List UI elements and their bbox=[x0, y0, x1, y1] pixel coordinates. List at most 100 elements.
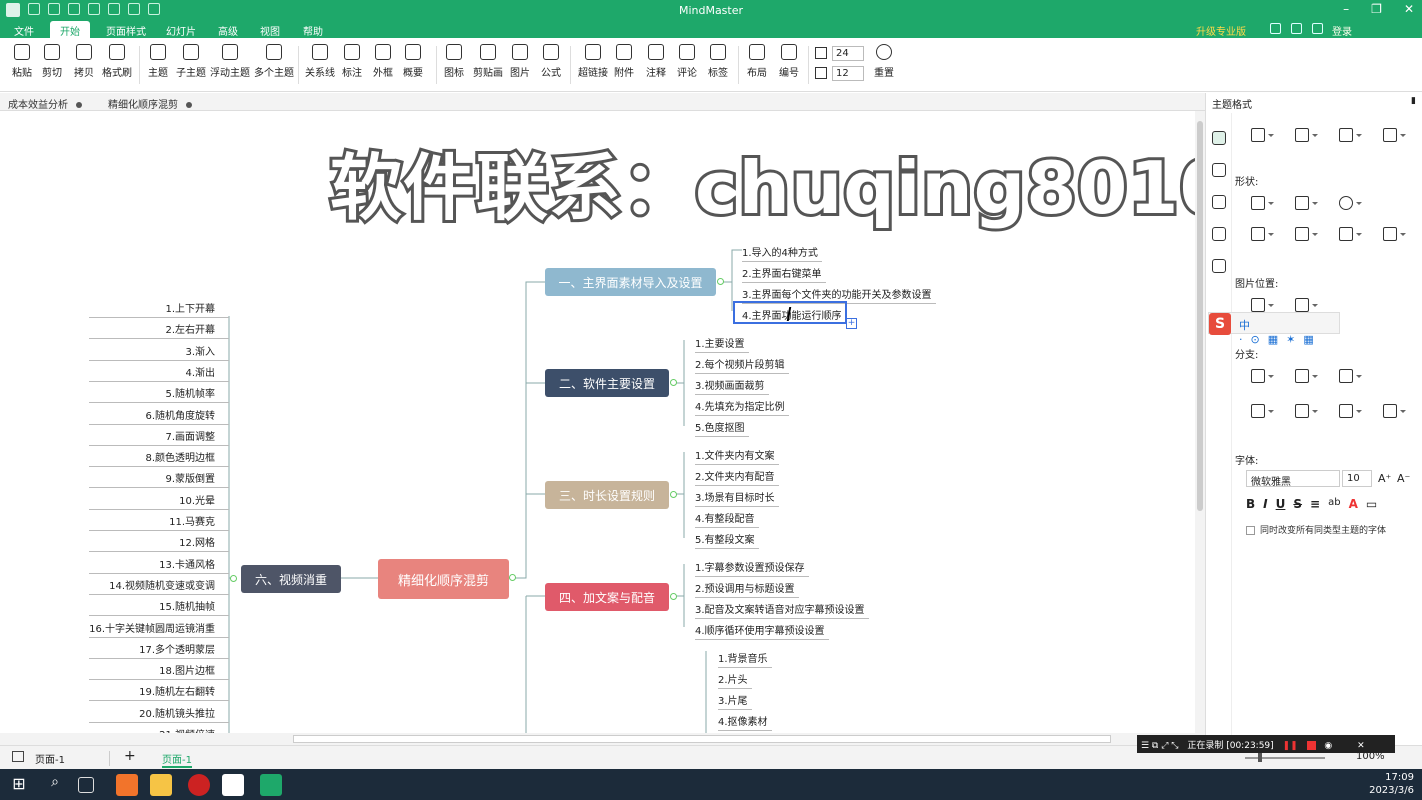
format-painter-button[interactable]: 格式刷 bbox=[102, 44, 132, 79]
subtopic[interactable]: 13.卡通风格 bbox=[89, 556, 229, 574]
task-tab-icon[interactable] bbox=[1211, 259, 1226, 273]
subtopic[interactable]: 2.文件夹内有配音 bbox=[695, 468, 779, 486]
collapse-icon[interactable] bbox=[670, 379, 677, 386]
strikethrough-button[interactable]: S bbox=[1293, 497, 1303, 511]
subtopic[interactable]: 4.顺序循环使用字幕预设设置 bbox=[695, 622, 829, 640]
structure-icon[interactable] bbox=[1295, 128, 1318, 142]
floating-topic-button[interactable]: 浮动主题 bbox=[210, 44, 250, 79]
add-page-icon[interactable]: + bbox=[124, 748, 136, 764]
subtopic[interactable]: 1.上下开幕 bbox=[89, 300, 229, 318]
font-shrink-icon[interactable]: A⁻ bbox=[1397, 472, 1411, 485]
branch-dash-icon[interactable] bbox=[1383, 404, 1406, 418]
border-weight-icon[interactable] bbox=[1295, 227, 1318, 241]
branch-color-icon[interactable] bbox=[1295, 369, 1318, 383]
subtopic[interactable]: 2.预设调用与标题设置 bbox=[695, 580, 799, 598]
text-box-icon[interactable]: ▭ bbox=[1365, 497, 1378, 511]
redo-icon[interactable] bbox=[48, 3, 60, 15]
reset-button[interactable]: 重置 bbox=[874, 44, 894, 79]
collapse-icon[interactable] bbox=[670, 593, 677, 600]
theme-format-tab-icon[interactable] bbox=[1211, 131, 1226, 145]
branch-topic-1[interactable]: 一、主界面素材导入及设置 bbox=[545, 268, 716, 296]
image-left-icon[interactable] bbox=[1251, 298, 1274, 312]
scroll-thumb[interactable] bbox=[293, 735, 1111, 743]
subtopic[interactable]: 18.图片边框 bbox=[89, 662, 229, 681]
horizontal-spacing-input[interactable]: 24 bbox=[832, 46, 864, 61]
system-clock[interactable]: 17:09 2023/3/6 bbox=[1369, 771, 1414, 797]
camera-icon[interactable]: ◉ bbox=[1324, 741, 1333, 751]
subtopic[interactable]: 7.画面调整 bbox=[89, 428, 229, 446]
search-icon[interactable]: ⌕ bbox=[51, 774, 59, 790]
subtopic[interactable]: 3.场景有目标时长 bbox=[695, 489, 779, 507]
doc-tab-cost-analysis[interactable]: 成本效益分析 bbox=[8, 96, 82, 111]
corner-style-icon[interactable] bbox=[1383, 227, 1406, 241]
shadow-icon[interactable] bbox=[1339, 196, 1362, 210]
subtopic[interactable]: 12.网格 bbox=[89, 534, 229, 553]
zoom-slider[interactable] bbox=[1245, 757, 1325, 759]
collapse-icon[interactable] bbox=[670, 491, 677, 498]
tab-page-style[interactable]: 页面样式 bbox=[106, 27, 146, 38]
subtopic[interactable]: 1.字幕参数设置预设保存 bbox=[695, 559, 809, 577]
font-family-select[interactable]: 微软雅黑 bbox=[1246, 470, 1340, 488]
app-icon-recorder[interactable] bbox=[116, 774, 138, 796]
tab-file[interactable]: 文件 bbox=[14, 27, 34, 38]
share-icon[interactable] bbox=[1312, 23, 1323, 34]
subtopic[interactable]: 1.导入的4种方式 bbox=[742, 244, 822, 262]
topic-button[interactable]: 主题 bbox=[148, 44, 168, 79]
branch-topic-3[interactable]: 三、时长设置规则 bbox=[545, 481, 669, 509]
blank-app-icon[interactable] bbox=[222, 774, 244, 796]
subtopic[interactable]: 8.颜色透明边框 bbox=[89, 449, 229, 468]
comment-button[interactable]: 评论 bbox=[677, 44, 697, 79]
subtopic[interactable]: 2.片头 bbox=[718, 671, 752, 689]
file-explorer-icon[interactable] bbox=[150, 774, 172, 796]
undo-icon[interactable] bbox=[28, 3, 40, 15]
formula-button[interactable]: 公式 bbox=[541, 44, 561, 79]
subtopic[interactable]: 3.片尾 bbox=[718, 692, 752, 710]
apply-same-type-checkbox[interactable]: 同时改变所有同类型主题的字体 bbox=[1246, 523, 1386, 536]
branch-connector-icon[interactable] bbox=[1251, 404, 1274, 418]
subtopic-selected[interactable]: 4.主界面功能运行顺序 bbox=[742, 311, 842, 322]
save-icon[interactable] bbox=[108, 3, 120, 15]
branch-weight-icon[interactable] bbox=[1339, 369, 1362, 383]
pin-icon[interactable]: ▮ bbox=[1411, 96, 1416, 106]
send-icon[interactable] bbox=[1291, 23, 1302, 34]
login-button[interactable]: 登录 bbox=[1332, 27, 1352, 38]
boundary-button[interactable]: 外框 bbox=[373, 44, 393, 79]
fullscreen-icon[interactable] bbox=[1270, 23, 1281, 34]
connector-style-icon[interactable] bbox=[1339, 128, 1362, 142]
task-view-icon[interactable] bbox=[78, 777, 94, 793]
subtopic[interactable]: 5.有整段文案 bbox=[695, 531, 759, 549]
subtopic[interactable]: 1.背景音乐 bbox=[718, 650, 772, 668]
horizontal-scrollbar[interactable] bbox=[0, 733, 1205, 745]
multiple-topics-button[interactable]: 多个主题 bbox=[254, 44, 294, 79]
font-grow-icon[interactable]: A⁺ bbox=[1378, 472, 1392, 485]
subtopic[interactable]: 1.文件夹内有文案 bbox=[695, 447, 779, 465]
subtopic[interactable]: 10.光晕 bbox=[89, 492, 229, 510]
attachment-button[interactable]: 附件 bbox=[614, 44, 634, 79]
paste-button[interactable]: 粘贴 bbox=[12, 44, 32, 79]
checkbox-box[interactable] bbox=[1246, 526, 1255, 535]
shape-icon[interactable] bbox=[1295, 196, 1318, 210]
subtopic[interactable]: 3.主界面每个文件夹的功能开关及参数设置 bbox=[742, 286, 936, 304]
note-button[interactable]: 注释 bbox=[646, 44, 666, 79]
image-top-icon[interactable] bbox=[1295, 298, 1318, 312]
restore-button[interactable]: ❐ bbox=[1371, 2, 1382, 16]
cut-button[interactable]: 剪切 bbox=[42, 44, 62, 79]
export-icon[interactable] bbox=[148, 3, 160, 15]
tab-advanced[interactable]: 高级 bbox=[218, 27, 238, 38]
branch-topic-4[interactable]: 四、加文案与配音 bbox=[545, 583, 669, 611]
clipart-tab-icon[interactable] bbox=[1211, 227, 1226, 241]
summary-button[interactable]: 概要 bbox=[403, 44, 423, 79]
upgrade-button[interactable]: 升级专业版 bbox=[1196, 27, 1246, 38]
numbering-button[interactable]: 编号 bbox=[779, 44, 799, 79]
windows-start-icon[interactable]: ⊞ bbox=[12, 774, 26, 793]
relationship-button[interactable]: 关系线 bbox=[305, 44, 335, 79]
subtopic[interactable]: 16.十字关键帧圆周运镜消重 bbox=[89, 620, 229, 638]
page-select[interactable]: 页面-1 bbox=[35, 751, 110, 766]
branch-topic-6[interactable]: 六、视频消重 bbox=[241, 565, 341, 593]
pause-icon[interactable]: ❚❚ bbox=[1282, 741, 1298, 751]
bold-button[interactable]: B bbox=[1246, 497, 1256, 511]
collapse-icon[interactable] bbox=[509, 574, 516, 581]
align-icon[interactable]: ≡ bbox=[1310, 497, 1321, 511]
subtopic[interactable]: 2.左右开幕 bbox=[89, 321, 229, 340]
subtopic[interactable]: 4.有整段配音 bbox=[695, 510, 759, 528]
